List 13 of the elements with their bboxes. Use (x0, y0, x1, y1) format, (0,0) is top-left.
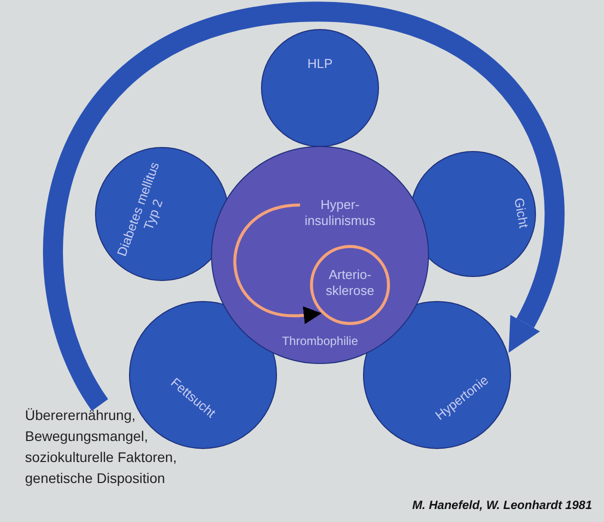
spiral-arrow (233, 204, 322, 324)
source-caption: M. Hanefeld, W. Leonhardt 1981 (412, 498, 592, 512)
center-circle (210, 145, 430, 365)
condition-label: Hyper- insulinismus (304, 197, 376, 229)
inner-circle (310, 245, 390, 325)
condition-label: Arterio- sklerose (324, 267, 376, 299)
disease-circle (362, 300, 512, 450)
disease-circle (260, 28, 380, 148)
curved-arrow (43, 2, 564, 410)
condition-label: Thrombophilie (280, 333, 360, 349)
condition-label: Gicht (510, 196, 533, 232)
condition-label: HLP (306, 56, 334, 72)
disease-circle (94, 146, 230, 282)
